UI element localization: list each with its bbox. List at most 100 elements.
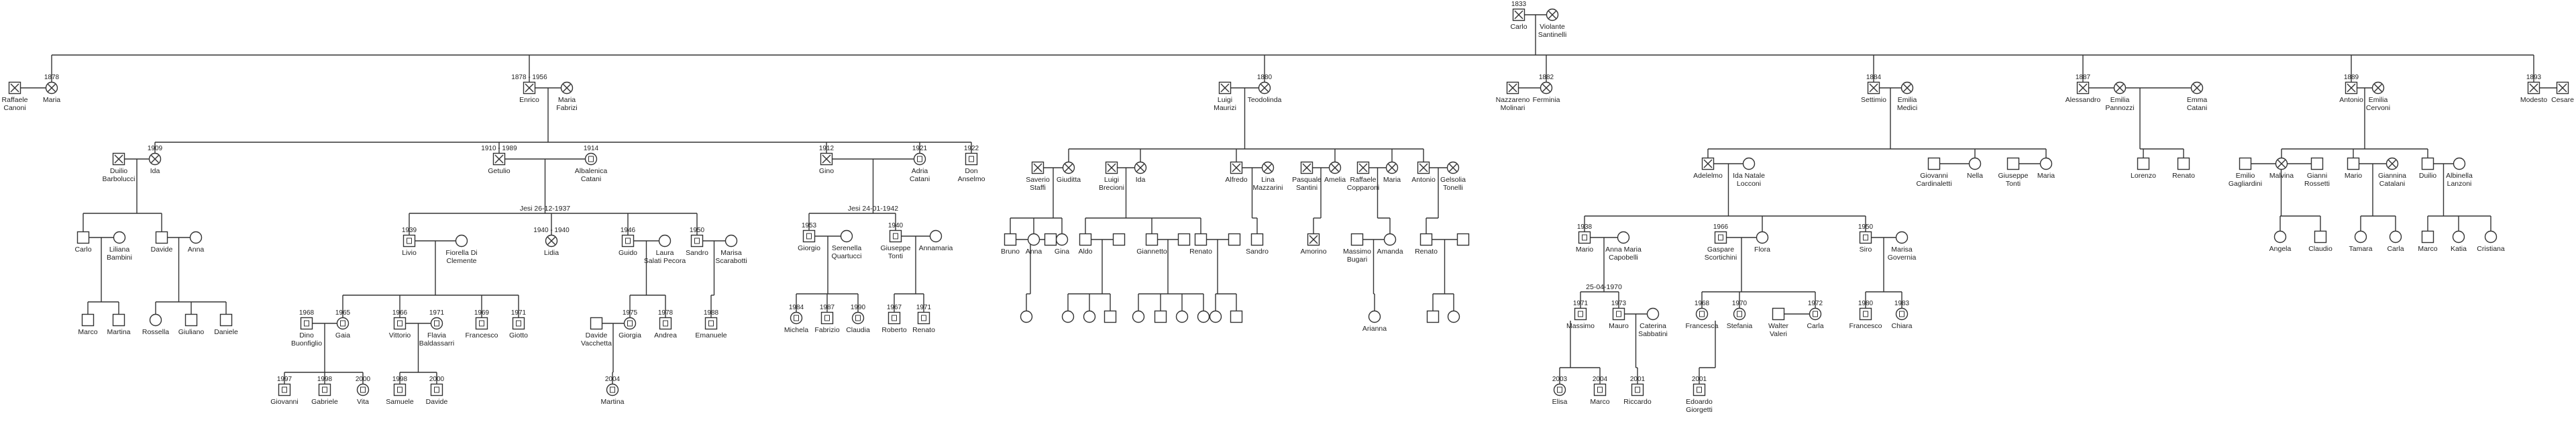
person-giuditta[interactable]: Giuditta bbox=[1057, 161, 1081, 184]
person-anna1[interactable]: Anna bbox=[188, 231, 205, 254]
person-anon12[interactable] bbox=[1228, 233, 1241, 246]
person-carlo2[interactable]: Carlo bbox=[74, 231, 92, 254]
person-martina1[interactable]: Martina bbox=[107, 313, 131, 337]
person-anon6[interactable] bbox=[1104, 310, 1117, 323]
person-amanda[interactable]: Amanda bbox=[1377, 233, 1403, 256]
person-cristiana[interactable]: Cristiana bbox=[2477, 230, 2505, 254]
person-renato2[interactable]: Renato bbox=[1189, 233, 1212, 256]
person-maria3[interactable]: Maria bbox=[2037, 157, 2055, 180]
person-maria2[interactable]: Maria bbox=[1383, 161, 1401, 184]
person-alfredo[interactable]: Alfredo bbox=[1225, 161, 1248, 184]
person-anon1[interactable] bbox=[1044, 233, 1057, 246]
person-antonio2[interactable]: Antonio bbox=[1411, 161, 1436, 184]
person-claudio[interactable]: Claudio bbox=[2308, 230, 2332, 254]
person-lorenzo[interactable]: Lorenzo bbox=[2131, 157, 2156, 180]
person-daniele[interactable]: Daniele bbox=[214, 313, 238, 337]
person-rossella[interactable]: Rossella bbox=[142, 313, 169, 337]
person-anon8[interactable] bbox=[1132, 310, 1145, 323]
person-carla2[interactable]: Carla bbox=[2387, 230, 2404, 254]
person-amelia[interactable]: Amelia bbox=[1324, 161, 1346, 184]
person-marco3[interactable]: Marco bbox=[2418, 230, 2438, 254]
person-mario2[interactable]: Mario bbox=[2345, 157, 2362, 180]
person-aldo[interactable]: Aldo bbox=[1078, 233, 1093, 256]
person-duilio2[interactable]: Duilio bbox=[2419, 157, 2436, 180]
person-renato4[interactable]: Renato bbox=[2172, 157, 2195, 180]
person-bruno[interactable]: Bruno bbox=[1001, 233, 1020, 256]
person-malvina[interactable]: Malvina bbox=[2269, 157, 2294, 180]
person-giuliano[interactable]: Giuliano bbox=[178, 313, 205, 337]
person-anon9[interactable] bbox=[1154, 310, 1167, 323]
person-marco1[interactable]: Marco bbox=[78, 313, 98, 337]
person-katia[interactable]: Katia bbox=[2451, 230, 2467, 254]
person-anon4[interactable] bbox=[1061, 310, 1075, 323]
person-anon14[interactable] bbox=[1230, 310, 1243, 323]
person-arianna[interactable]: Arianna bbox=[1362, 310, 1387, 333]
person-flora[interactable]: Flora bbox=[1754, 231, 1770, 254]
person-ida2[interactable]: Ida bbox=[1134, 161, 1147, 184]
